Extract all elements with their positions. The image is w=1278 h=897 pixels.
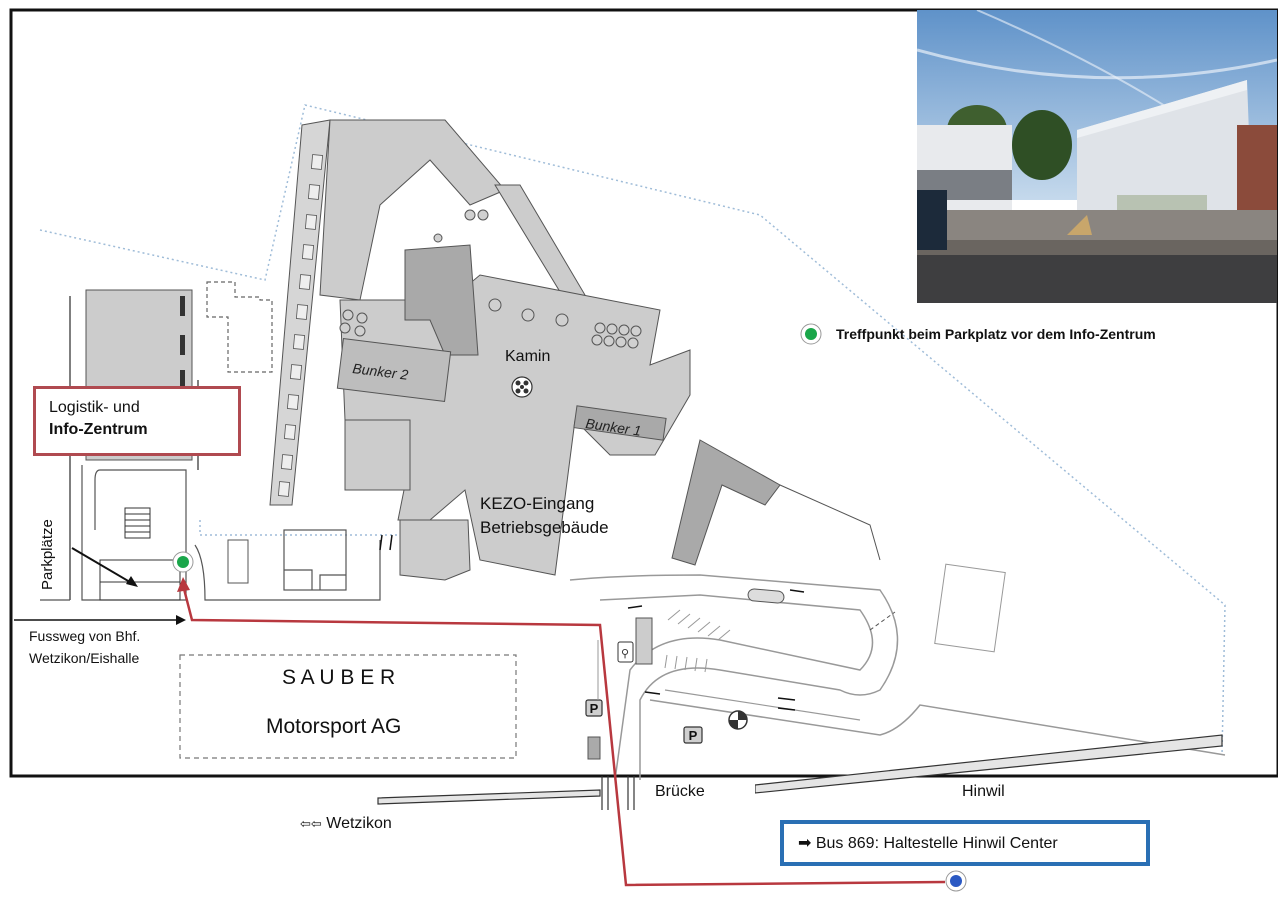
ring-road-outer: [569, 574, 899, 780]
fussweg-label-2: Wetzikon/Eishalle: [29, 650, 140, 666]
wetzikon-direction: ⇦⇦ Wetzikon: [300, 815, 392, 833]
fussweg-arrowhead: [176, 615, 186, 625]
conveyor-segments: [277, 154, 324, 497]
sauber-label-1: S A U B E R: [282, 666, 396, 689]
parking-sign-east: [683, 726, 703, 744]
parking-pointer-arrow: [71, 547, 136, 586]
info-zentrum-box[interactable]: Logistik- und Info-Zentrum: [33, 386, 241, 456]
kezo-entrance-label-1: KEZO-Eingang: [480, 494, 595, 513]
bridge-piers: [601, 776, 635, 810]
small-building-2-notch: [284, 569, 346, 590]
hinwil-label: Hinwil: [952, 778, 1070, 803]
bunker-2-block: [336, 338, 452, 402]
bunker-1-label: Bunker 1: [585, 415, 643, 439]
parking-strip-west: [587, 736, 601, 760]
logistik-door-3: [180, 370, 185, 390]
bunker-2-hall: [344, 419, 411, 491]
parking-stalls-lower: [99, 559, 181, 601]
sauber-label-2: Motorsport AG: [266, 715, 402, 738]
bus-stop-marker-dot: [950, 875, 962, 887]
meeting-point-marker-dot: [177, 556, 189, 568]
toilet-sign: [617, 641, 634, 663]
small-building-1: [227, 539, 249, 584]
walking-route-arrowhead: [177, 577, 190, 592]
sauber-building-outline: [179, 654, 517, 759]
fussweg-label-1: Fussweg von Bhf.: [29, 628, 141, 644]
legend-meeting-point-text: Treffpunkt beim Parkplatz vor dem Info-Z…: [836, 326, 1156, 342]
map-frame: [9, 8, 1278, 778]
site-photo-image: [917, 10, 1277, 303]
tanks: [339, 209, 642, 349]
logistik-door-2: [180, 335, 185, 355]
access-road-west: [194, 540, 381, 601]
entrance-canopy: [399, 519, 471, 581]
traffic-arrows: [379, 534, 805, 711]
road-lower-2: [664, 689, 861, 721]
walking-route: [181, 584, 946, 887]
bunker-2-label: Bunker 2: [352, 360, 410, 383]
east-empty-plot: [934, 563, 1006, 653]
wetzikon-label: Wetzikon: [326, 815, 392, 832]
parking-sign-west-label: P: [590, 701, 599, 716]
roundabout-symbol-fill: [729, 711, 747, 729]
kamin-label: Kamin: [505, 348, 551, 365]
angled-parking: [664, 609, 731, 673]
road-lower: [649, 699, 1226, 756]
small-building-2: [283, 529, 347, 591]
toilet-sign-glyph: ⚲: [621, 647, 629, 660]
dashed-building-outline: [206, 281, 273, 373]
east-building: [671, 439, 781, 566]
boundary-west: [199, 520, 440, 536]
gate-line: [869, 611, 896, 631]
site-photo: [917, 10, 1277, 303]
bruecke-label: Brücke: [645, 778, 755, 803]
main-plant-upper: [319, 119, 506, 301]
parking-area: [81, 465, 187, 601]
weighbridge: [635, 617, 653, 665]
legend-meeting-point-icon-dot: [805, 328, 817, 340]
parkplaetze-label: Parkplätze: [39, 519, 56, 590]
kezo-entrance-label-2: Betriebsgebäude: [480, 518, 609, 537]
bus-arrow-icon: ➡: [798, 833, 812, 852]
parking-sign-east-label: P: [689, 728, 698, 743]
parking-pointer-arrowhead: [126, 576, 138, 587]
site-boundary: [39, 104, 1226, 756]
kamin-chimney-symbol: [511, 376, 533, 398]
east-building-outline: [779, 484, 881, 561]
logistik-door-1: [180, 296, 185, 316]
bus-stop-text: Bus 869: Haltestelle Hinwil Center: [815, 835, 1058, 852]
wetzikon-arrows-icon: ⇦⇦: [300, 817, 322, 832]
main-road: [377, 734, 1223, 805]
info-zentrum-line1: Logistik- und: [49, 399, 140, 416]
bus-stop-box[interactable]: ➡ Bus 869: Haltestelle Hinwil Center: [780, 820, 1150, 866]
bunker-1-block: [573, 405, 667, 441]
parking-sign-west: [585, 699, 603, 717]
info-zentrum-line2: Info-Zentrum: [49, 421, 148, 438]
parking-stalls-upper: [124, 507, 151, 539]
roundabout-island: [747, 588, 785, 604]
